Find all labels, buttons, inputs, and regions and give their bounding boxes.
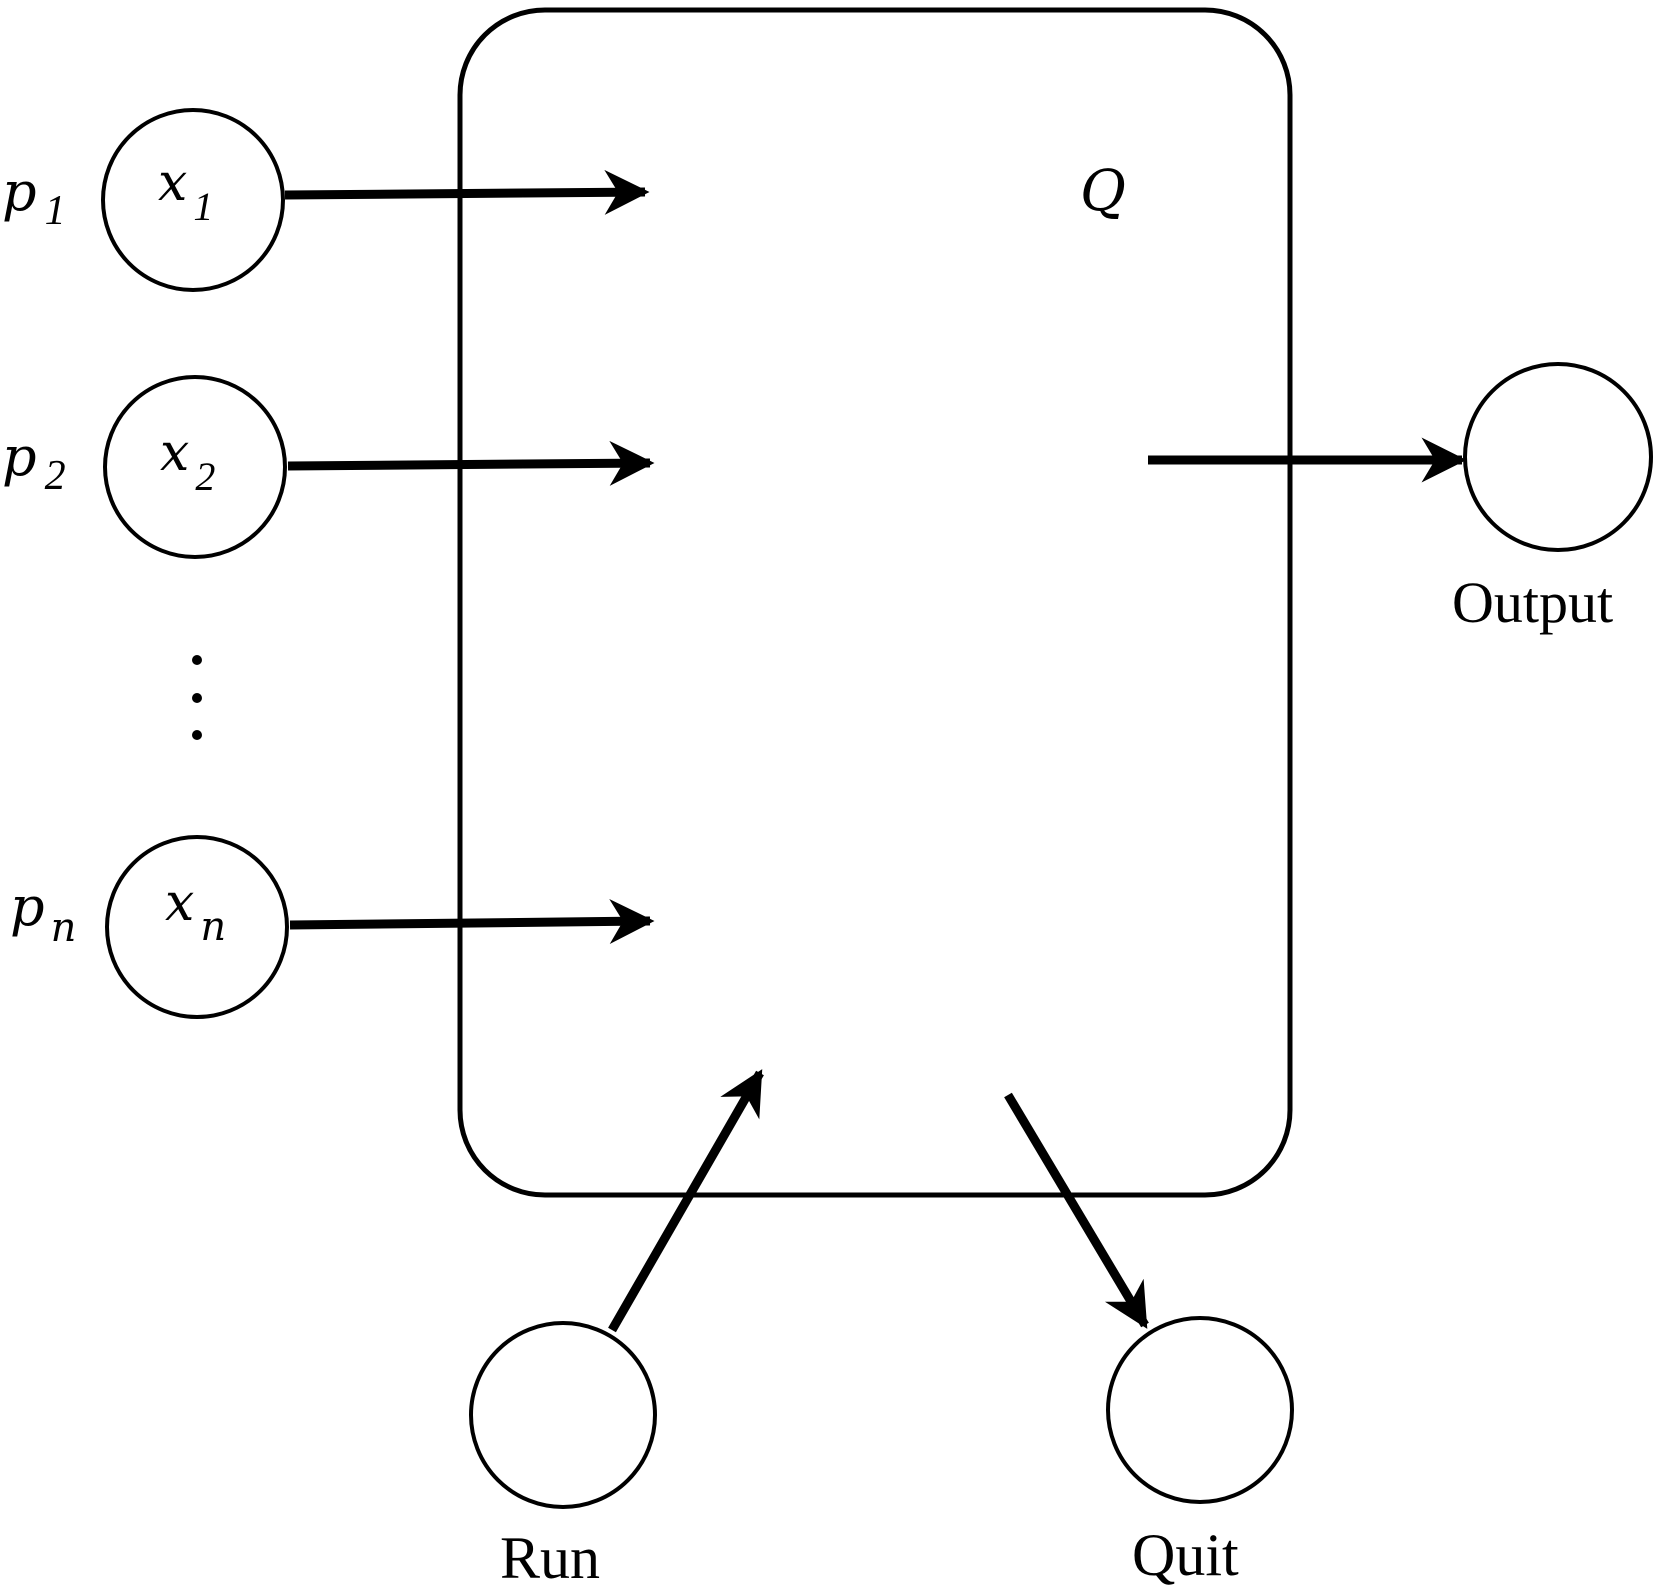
quit-arrow (1004, 1092, 1149, 1329)
run-place: Run (469, 1069, 764, 1587)
output-circle (1463, 362, 1653, 552)
process-box (457, 7, 1293, 1198)
input-arrow-n (289, 898, 655, 944)
output-place: Output (1148, 362, 1653, 635)
input-arrow-1 (284, 169, 650, 215)
vertical-ellipsis (192, 655, 202, 740)
input-circle-1 (101, 108, 285, 292)
output-label: Output (1452, 570, 1613, 635)
quit-label: Quit (1132, 1522, 1239, 1587)
quit-circle (1106, 1316, 1294, 1504)
input-arrow-2 (287, 440, 655, 486)
process-box-label: Q (1080, 159, 1126, 224)
run-arrow (608, 1069, 764, 1333)
run-circle (469, 1321, 657, 1509)
run-label: Run (500, 1525, 600, 1587)
input-circle-n (105, 835, 289, 1019)
input-circle-2 (103, 375, 287, 559)
quit-place: Quit (1004, 1092, 1294, 1587)
